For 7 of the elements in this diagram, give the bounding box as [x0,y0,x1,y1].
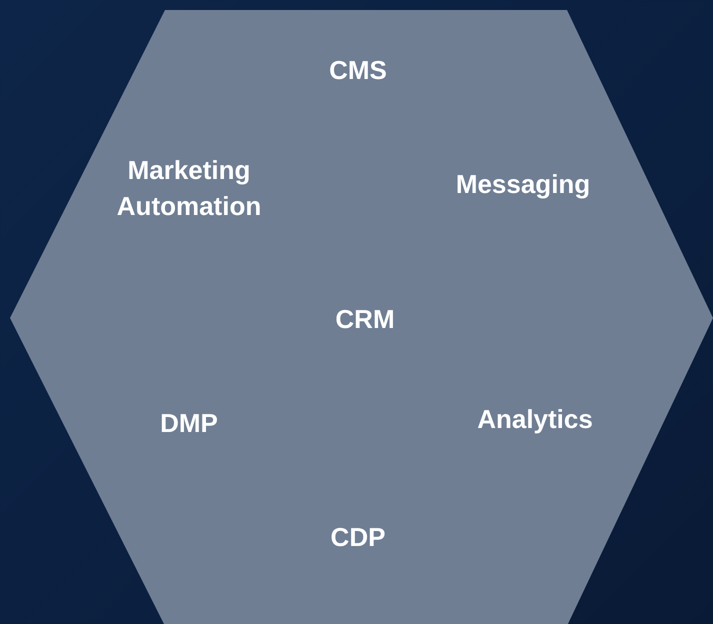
segment-label: Analytics [477,403,593,436]
segment-label: DMP [160,407,218,440]
segment-label: CRM [335,303,395,336]
segment-label: Marketing Automation [116,154,262,223]
segment-label: CMS [329,54,387,87]
segment-label: Messaging [456,168,590,201]
segment-label: CDP [330,521,386,554]
